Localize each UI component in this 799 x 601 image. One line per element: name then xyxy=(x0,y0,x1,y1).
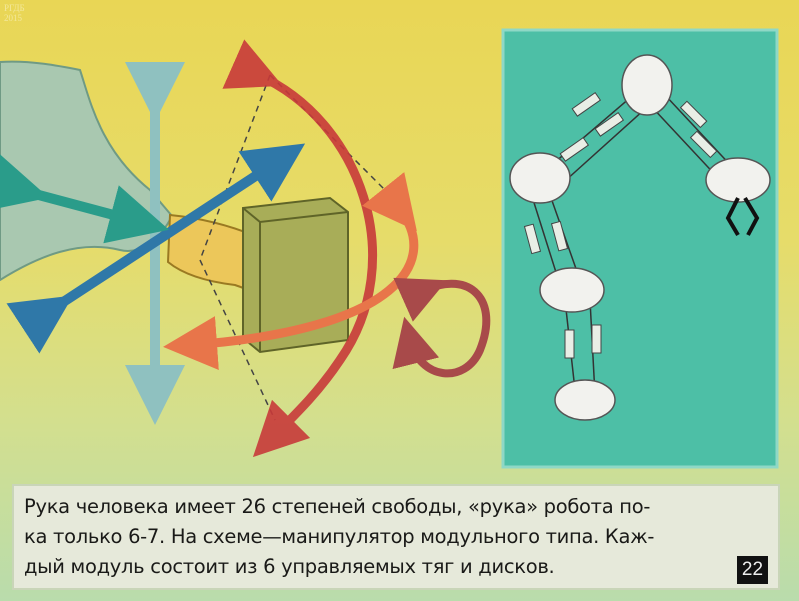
horizontal-arrow xyxy=(0,153,169,244)
caption-line: Рука человека имеет 26 степеней свободы,… xyxy=(24,495,651,518)
gripper xyxy=(725,196,760,237)
disc xyxy=(509,152,571,204)
manipulator-panel xyxy=(501,28,779,469)
caption-box: Рука человека имеет 26 степеней свободы,… xyxy=(12,484,780,590)
caption-line: дый модуль состоит из 6 управляемых тяг … xyxy=(24,555,555,578)
twist-arrow xyxy=(392,277,491,378)
human-arm-diagram xyxy=(0,39,491,458)
disc xyxy=(554,379,616,421)
rotation-arc-orange xyxy=(163,172,419,370)
frame-number: 22 xyxy=(737,556,768,584)
watermark: РГДБ 2015 xyxy=(4,3,25,23)
illustration xyxy=(0,28,779,469)
disc xyxy=(705,157,771,203)
disc xyxy=(621,54,673,116)
disc xyxy=(539,267,605,313)
caption-line: ка только 6-7. На схеме—манипулятор моду… xyxy=(24,525,655,548)
